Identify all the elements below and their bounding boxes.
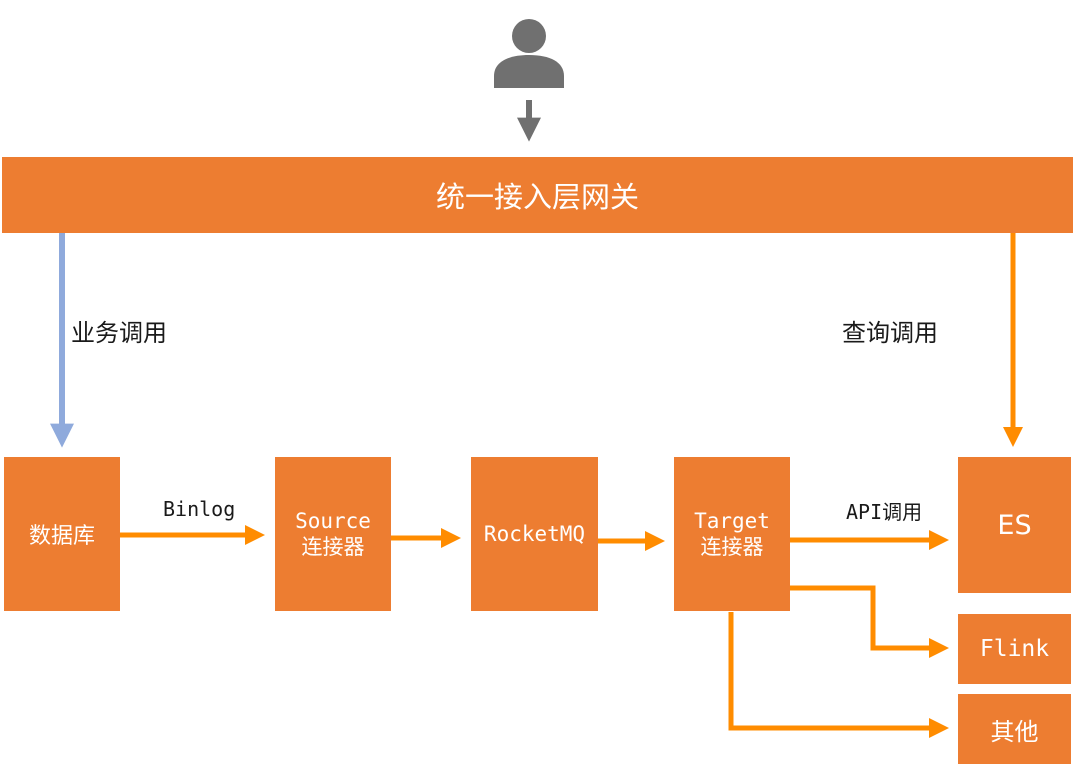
database-node: 数据库 <box>4 457 120 611</box>
other-label: 其他 <box>990 717 1039 746</box>
flink-node: Flink <box>958 614 1071 684</box>
business-call-label: 业务调用 <box>71 319 167 347</box>
flink-label: Flink <box>979 636 1050 662</box>
source-connector-line2: 连接器 <box>301 535 365 559</box>
target-connector-line2: 连接器 <box>700 535 764 559</box>
gateway-bar: 统一接入层网关 <box>2 157 1073 233</box>
source-connector-node: Source 连接器 <box>275 457 391 611</box>
rocketmq-node: RocketMQ <box>471 457 598 611</box>
arrow-target-to-other <box>728 612 949 738</box>
es-label: ES <box>997 509 1032 541</box>
query-call-label: 查询调用 <box>842 319 938 347</box>
binlog-label: Binlog <box>163 497 236 521</box>
es-node: ES <box>958 457 1071 593</box>
other-node: 其他 <box>958 694 1071 764</box>
database-label: 数据库 <box>28 524 95 549</box>
target-connector-line1: Target <box>694 508 770 533</box>
source-connector-line1: Source <box>295 508 371 533</box>
target-connector-node: Target 连接器 <box>674 457 790 611</box>
gateway-label: 统一接入层网关 <box>435 180 639 214</box>
rocketmq-label: RocketMQ <box>483 522 586 546</box>
user-icon <box>494 19 564 88</box>
arrow-target-to-flink <box>790 585 949 658</box>
api-call-label: API调用 <box>846 500 923 524</box>
